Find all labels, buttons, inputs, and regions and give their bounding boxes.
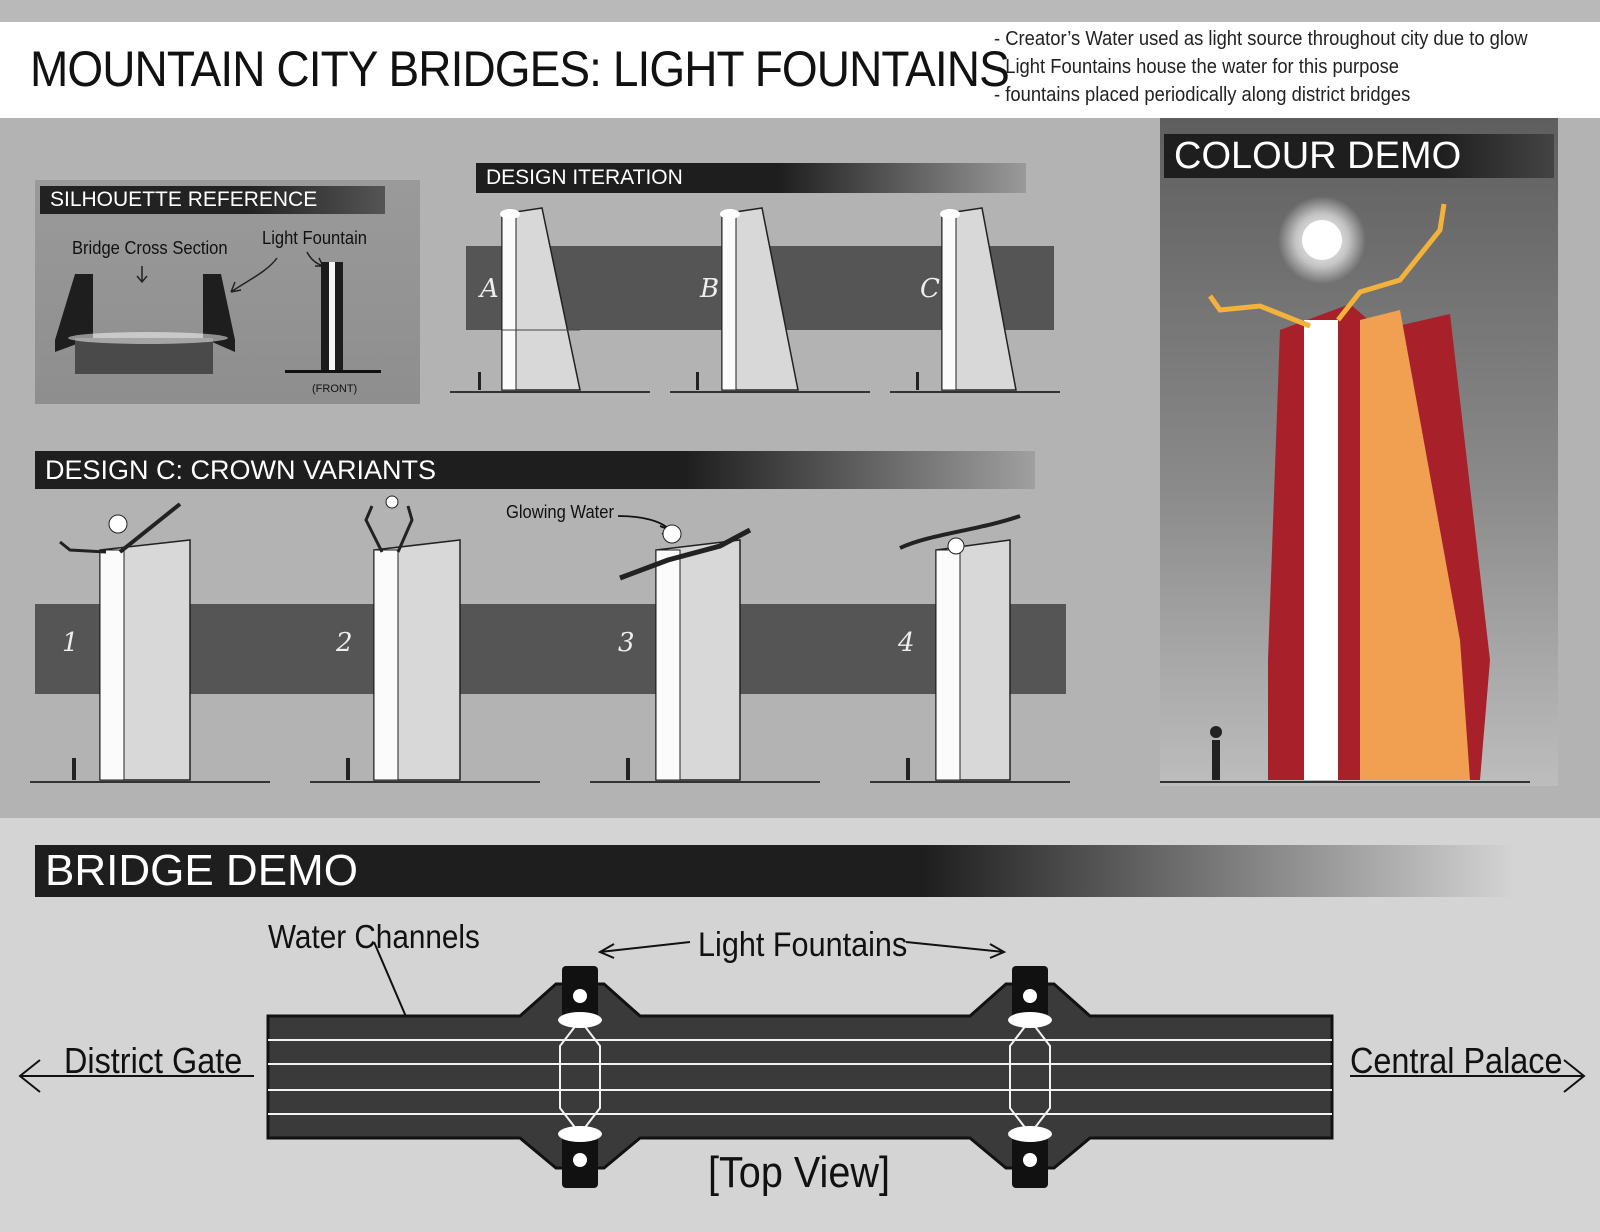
district-gate-label: District Gate [64,1040,243,1081]
bridge-left-wall [55,274,93,352]
bridge-heading: BRIDGE DEMO [35,845,1515,897]
bridge-cross-section-label: Bridge Cross Section [72,238,228,258]
water-channels-label: Water Channels [268,918,480,955]
colour-fountain-drawing [1160,196,1530,783]
fountain-a [500,207,581,391]
variant-3 [619,524,752,781]
bridge-top-view-drawing [18,941,1586,1188]
colour-heading-text: COLOUR DEMO [1174,134,1462,177]
silhouette-drawing: (FRONT) [55,251,381,395]
light-fountain-label: Light Fountain [262,228,367,248]
fountain-orange-face [1360,310,1470,780]
bridge-heading-text: BRIDGE DEMO [45,846,358,895]
variants-heading: DESIGN C: CROWN VARIANTS [35,451,1035,489]
light-fountain-marker-4 [1008,1126,1052,1188]
light-fountain-marker-3 [1008,966,1052,1028]
iteration-letter-c: C [920,274,940,304]
variant-drawings [30,495,1070,783]
variant-2 [364,495,461,781]
arrow-left [18,1059,254,1093]
silhouette-heading-text: SILHOUETTE REFERENCE [50,188,318,211]
glowing-water-label: Glowing Water [506,502,614,522]
light-fountain-marker-1 [558,966,602,1028]
top-view-label: [Top View] [708,1148,890,1197]
iteration-letter-a: A [480,274,499,304]
iteration-heading: DESIGN ITERATION [476,163,1026,193]
silhouette-heading: SILHOUETTE REFERENCE [40,186,385,214]
iteration-drawings [450,207,1060,393]
variant-number-4: 4 [898,628,915,658]
fountain-light-channel [1304,320,1338,780]
header-band [0,22,1600,118]
page-title: MOUNTAIN CITY BRIDGES: LIGHT FOUNTAINS [30,41,1010,97]
variant-number-3: 3 [618,628,635,658]
light-fountains-label: Light Fountains [698,926,908,964]
fountain-c [940,207,1017,391]
water-channel-lines [268,1018,1332,1136]
central-palace-label: Central Palace [1350,1040,1563,1081]
note-line-1: - Creator’s Water used as light source t… [994,28,1528,50]
note-line-2: - Light Fountains house the water for th… [994,56,1400,78]
variant-1 [59,502,191,781]
light-fountain-marker-2 [558,1126,602,1188]
variant-4 [899,514,1021,781]
fountain-b [720,207,799,391]
note-line-3: - fountains placed periodically along di… [994,84,1411,106]
iteration-letter-b: B [700,274,720,304]
variants-heading-text: DESIGN C: CROWN VARIANTS [45,454,437,485]
crown-branches [1207,203,1447,329]
variants-bridge-band [35,604,1066,694]
glowing-water-orb [1302,220,1342,260]
bridge-deck-top [266,982,1334,1170]
colour-heading: COLOUR DEMO [1164,134,1554,178]
iteration-heading-text: DESIGN ITERATION [486,166,683,189]
bridge-deck [75,338,213,374]
arrow-right [1350,1059,1586,1093]
variant-number-2: 2 [336,628,353,658]
variant-number-1: 1 [62,628,79,658]
front-label: (FRONT) [312,383,357,395]
bridge-right-wall [203,274,235,352]
